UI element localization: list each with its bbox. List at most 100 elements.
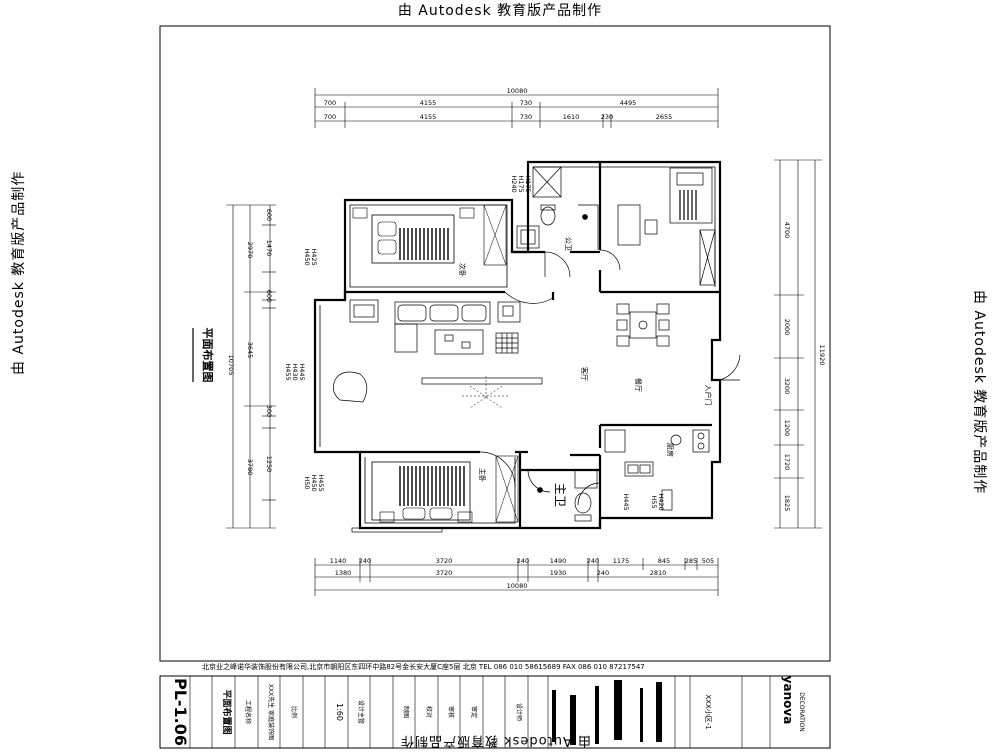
dim-bot-r2-4: 2810: [650, 569, 667, 577]
room-bath-main: 主卫: [553, 483, 567, 507]
dim-bot-r1-8: 285: [685, 557, 697, 565]
bath-top-fixtures: [516, 204, 599, 250]
dim-right-total: 11920: [818, 345, 826, 366]
scale-value: 1:60: [335, 703, 344, 721]
dim-left-total: 10705: [227, 355, 235, 376]
bath-main-fixtures: [537, 469, 598, 522]
dim-bot-r1-6: 1175: [613, 557, 630, 565]
dim-top-r2-3: 1610: [563, 113, 580, 121]
dim-bot-r1-9: 505: [702, 557, 714, 565]
room-bedroom-main: 主卧: [478, 468, 487, 482]
dim-bot-r1-2: 3720: [436, 557, 453, 565]
svg-text:H175: H175: [517, 175, 525, 192]
scale-label: 比例: [290, 706, 298, 718]
svg-text:设计主管: 设计主管: [357, 700, 365, 724]
bedroom-top-furniture: [352, 204, 507, 266]
dim-left-5: 600: [265, 290, 273, 302]
company-logo: yanova: [781, 676, 795, 725]
dim-bot-r1-1: 240: [359, 557, 371, 565]
dim-bot-r2-0: 1380: [335, 569, 352, 577]
dim-right-4: 1720: [783, 454, 791, 471]
svg-text:H450: H450: [303, 248, 311, 265]
svg-text:H425: H425: [310, 248, 318, 265]
kitchen-bottom-fixtures: [604, 429, 710, 511]
project-label: 工程名称: [244, 700, 252, 724]
room-dining: 餐厅: [634, 378, 643, 392]
svg-text:H50: H50: [303, 476, 311, 489]
dim-bot-r1-3: 240: [517, 557, 529, 565]
dim-right: [774, 159, 822, 529]
svg-text:H455: H455: [317, 474, 325, 491]
svg-text:审核: 审核: [447, 706, 455, 718]
svg-text:制图: 制图: [402, 706, 410, 718]
dim-left-4: 1470: [265, 240, 273, 257]
bedroom-main-furniture: [371, 455, 519, 523]
dim-right-5: 1825: [783, 495, 791, 512]
dim-left-3: 600: [265, 209, 273, 221]
dim-bot-r2-2: 1930: [550, 569, 567, 577]
dim-left-1: 3645: [246, 342, 254, 359]
dim-top-r1-3: 4495: [620, 99, 637, 107]
company-line: 北京业之峰诺华装饰股份有限公司,北京市朝阳区东四环中路82号金长安大厦C座5层 …: [202, 662, 645, 671]
room-bedroom-top: 次卧: [458, 263, 467, 277]
kitchen-top-fixtures: [532, 166, 716, 286]
dim-top-total: 10080: [507, 87, 528, 95]
dim-right-0: 4700: [783, 222, 791, 239]
svg-text:设计师: 设计师: [515, 703, 523, 721]
svg-text:H240: H240: [510, 175, 518, 192]
company-logo-sub: DECORATION: [798, 692, 805, 732]
svg-text:H55: H55: [650, 495, 658, 508]
dim-bot-r1-4: 1490: [550, 557, 567, 565]
svg-text:H430: H430: [291, 363, 299, 380]
drawing-number: PL-1.06: [171, 678, 190, 746]
dim-top-r1-2: 730: [520, 99, 532, 107]
drawing-title-vertical: 平面布置图: [201, 328, 215, 383]
dim-top-r2-2: 730: [520, 113, 532, 121]
dim-right-2: 3200: [783, 378, 791, 395]
dining-set: [616, 303, 670, 347]
watermark-top: 由 Autodesk 教育版产品制作: [397, 3, 603, 19]
dim-top-r2-0: 700: [324, 113, 336, 121]
svg-text:H175: H175: [524, 175, 532, 192]
dim-top-r1-0: 700: [324, 99, 336, 107]
dim-top-r2-4: 230: [601, 113, 613, 121]
project-value: XXX先生 家庭装饰图: [267, 684, 275, 740]
dim-bot-r1-7: 845: [658, 557, 670, 565]
dim-top-r2-1: 4155: [420, 113, 437, 121]
svg-text:H420: H420: [657, 493, 665, 510]
dim-left-6: 300: [265, 405, 273, 417]
dim-bot-r2-1: 3720: [436, 569, 453, 577]
height-notes: H240 H175 H175 H450 H425 H455 H430 H445 …: [284, 175, 665, 510]
dim-bot-r1-0: 1140: [330, 557, 347, 565]
title-block: 北京业之峰诺华装饰股份有限公司,北京市朝阳区东四环中路82号金长安大厦C座5层 …: [159, 660, 831, 749]
svg-text:审定: 审定: [470, 706, 478, 718]
dim-top: [314, 88, 719, 128]
dim-right-1: 2000: [783, 319, 791, 336]
drawing-name: 平面布置图: [221, 689, 233, 734]
dim-bot-total: 10080: [507, 582, 528, 590]
dim-bot-r2-3: 240: [597, 569, 609, 577]
dim-right-3: 1200: [783, 420, 791, 437]
svg-text:H445: H445: [622, 493, 630, 510]
sheet-name: XXX小区-1: [704, 694, 713, 729]
svg-text:H455: H455: [284, 363, 292, 380]
room-kitchen: 厨房: [666, 443, 675, 457]
room-bath-top: 公卫: [564, 237, 572, 251]
svg-text:H445: H445: [298, 363, 306, 380]
dim-left: [226, 204, 276, 529]
dim-top-r1-1: 4155: [420, 99, 437, 107]
dim-top-r2-5: 2655: [656, 113, 673, 121]
svg-text:校对: 校对: [425, 706, 433, 718]
living-furniture: [333, 299, 521, 409]
dim-left-0: 2970: [246, 242, 254, 259]
walls: [313, 160, 722, 530]
dim-bot-r1-5: 240: [587, 557, 599, 565]
dim-left-7: 1250: [265, 456, 273, 473]
room-entry: 入户门: [704, 385, 713, 406]
svg-text:H450: H450: [310, 474, 318, 491]
dim-left-2: 3780: [246, 459, 254, 476]
dim-bottom: [314, 558, 719, 596]
room-living: 客厅: [580, 367, 589, 381]
